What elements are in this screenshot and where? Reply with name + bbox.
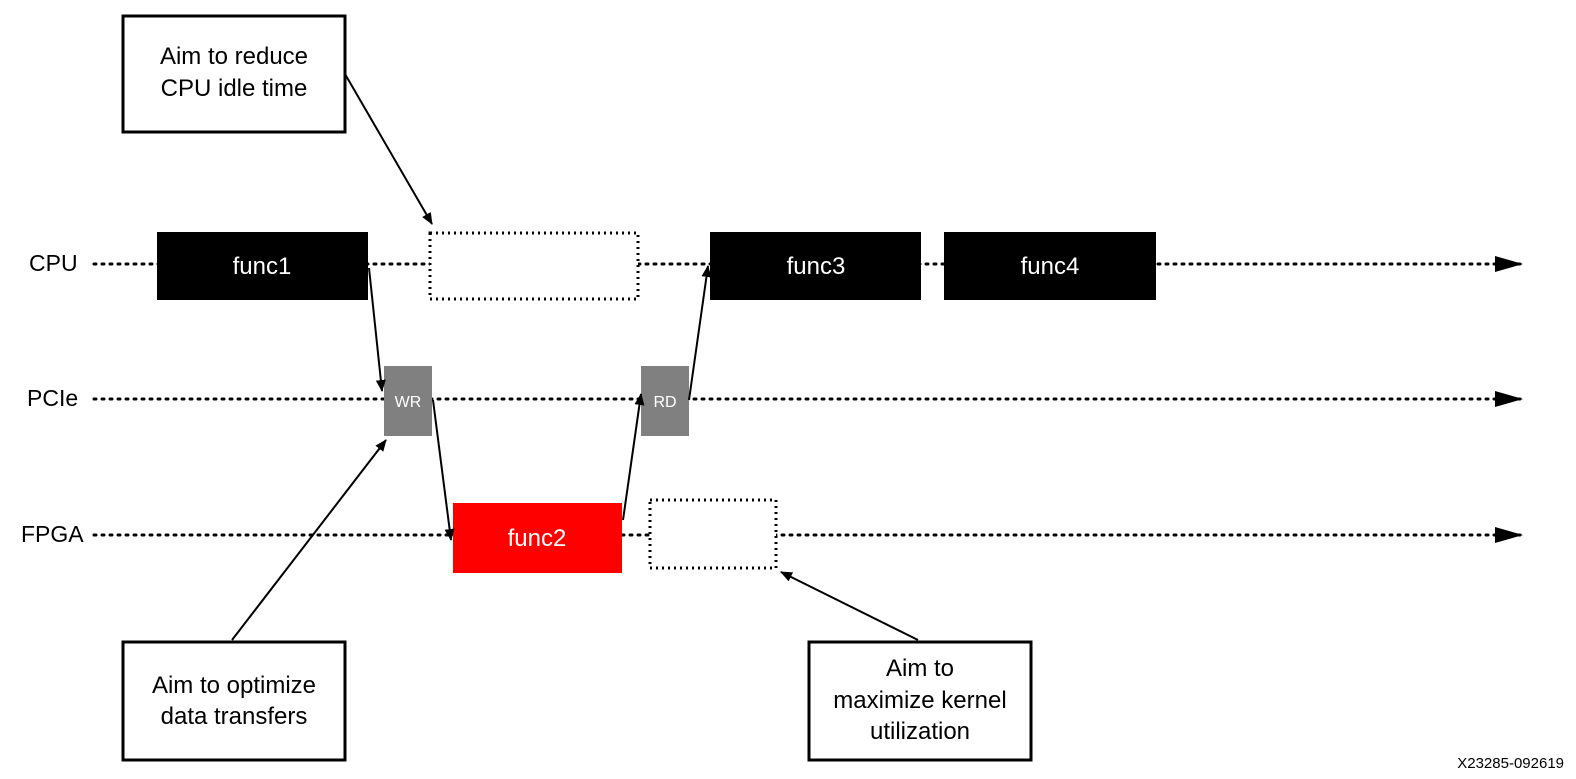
func1-block bbox=[157, 232, 368, 300]
rd-label: RD bbox=[653, 394, 676, 411]
func3-label: func3 bbox=[787, 253, 846, 280]
func2-to-rd-arrow bbox=[622, 393, 645, 521]
func2-label: func2 bbox=[508, 525, 567, 552]
lane-label-cpu: CPU bbox=[29, 250, 78, 276]
note-cpu-idle-line1: Aim to reduce bbox=[160, 43, 308, 70]
cpu-idle-slot bbox=[428, 231, 640, 301]
lane-label-pcie: PCIe bbox=[27, 385, 78, 411]
rd-block bbox=[641, 366, 689, 436]
note-kernel-util-box bbox=[807, 640, 1033, 762]
figure-id: X23285-092619 bbox=[1457, 755, 1564, 772]
func3-block bbox=[710, 232, 921, 300]
func1-label: func1 bbox=[233, 253, 292, 280]
note-kernel-util-line3: utilization bbox=[870, 718, 970, 745]
note-data-transfers-arrow bbox=[231, 439, 387, 641]
wr-block bbox=[384, 366, 432, 436]
note-kernel-util-line1: Aim to bbox=[886, 655, 954, 682]
note-cpu-idle-arrow bbox=[344, 73, 433, 225]
note-cpu-idle-line2: CPU idle time bbox=[161, 75, 308, 102]
func2-block bbox=[453, 503, 622, 573]
func4-label: func4 bbox=[1021, 253, 1080, 280]
func4-block bbox=[944, 232, 1156, 300]
note-data-transfers-line1: Aim to optimize bbox=[152, 672, 316, 699]
note-data-transfers-line2: data transfers bbox=[161, 703, 308, 730]
wr-to-func2-arrow bbox=[432, 399, 455, 541]
lane-label-fpga: FPGA bbox=[21, 521, 84, 547]
note-kernel-util-arrow bbox=[780, 571, 919, 641]
wr-label: WR bbox=[395, 394, 422, 411]
rd-to-func3-arrow bbox=[688, 265, 712, 401]
note-data-transfers-box bbox=[121, 640, 347, 762]
note-kernel-util-line2: maximize kernel bbox=[833, 687, 1006, 714]
note-cpu-idle-box bbox=[121, 14, 347, 134]
fpga-idle-slot bbox=[648, 498, 778, 570]
func1-to-wr-arrow bbox=[368, 267, 386, 392]
